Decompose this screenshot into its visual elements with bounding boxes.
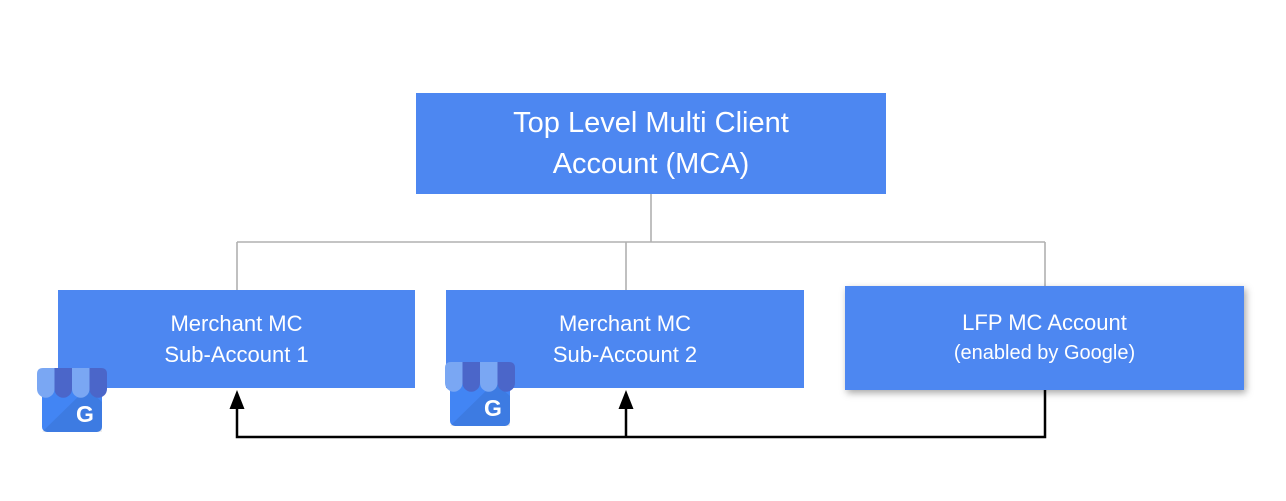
node-label-line: Account (MCA) [552, 147, 750, 180]
node-label-line: Merchant MC [170, 311, 303, 336]
node-label-line: Sub-Account 1 [164, 342, 309, 367]
storefront-body [450, 380, 510, 426]
awning-stripe [37, 368, 55, 398]
awning-stripe [497, 362, 515, 392]
google-my-business-icon: G [37, 368, 107, 432]
up-arrowhead-icon [618, 390, 634, 409]
awning-stripe [445, 362, 463, 392]
node-merchant-sub-account-1: Merchant MC Sub-Account 1 [58, 290, 415, 388]
node-label-line: LFP MC Account [962, 310, 1127, 335]
awning-stripe [54, 368, 72, 398]
lfp-feed-arrow-lines [235, 390, 1047, 439]
node-label-line: (enabled by Google) [953, 342, 1136, 364]
awning-stripe [480, 362, 498, 392]
google-g-letter: G [484, 395, 502, 421]
google-my-business-icon: G [445, 362, 515, 426]
node-lfp-mc-account: LFP MC Account (enabled by Google) [845, 286, 1244, 390]
node-top-level-mca: Top Level Multi Client Account (MCA) [416, 93, 886, 194]
storefront-fold [42, 388, 102, 432]
awning-stripe [72, 368, 90, 398]
storefront-fold [450, 382, 510, 426]
awning-stripe [462, 362, 480, 392]
node-label-line: Top Level Multi Client [513, 106, 789, 139]
tree-connector-lines [236, 194, 1046, 290]
up-arrowhead-icon [229, 390, 245, 409]
node-label-line: Sub-Account 2 [552, 342, 698, 367]
node-label-line: Merchant MC [558, 311, 692, 336]
awning-stripe [89, 368, 107, 398]
storefront-body [42, 386, 102, 432]
google-g-letter: G [76, 401, 94, 427]
